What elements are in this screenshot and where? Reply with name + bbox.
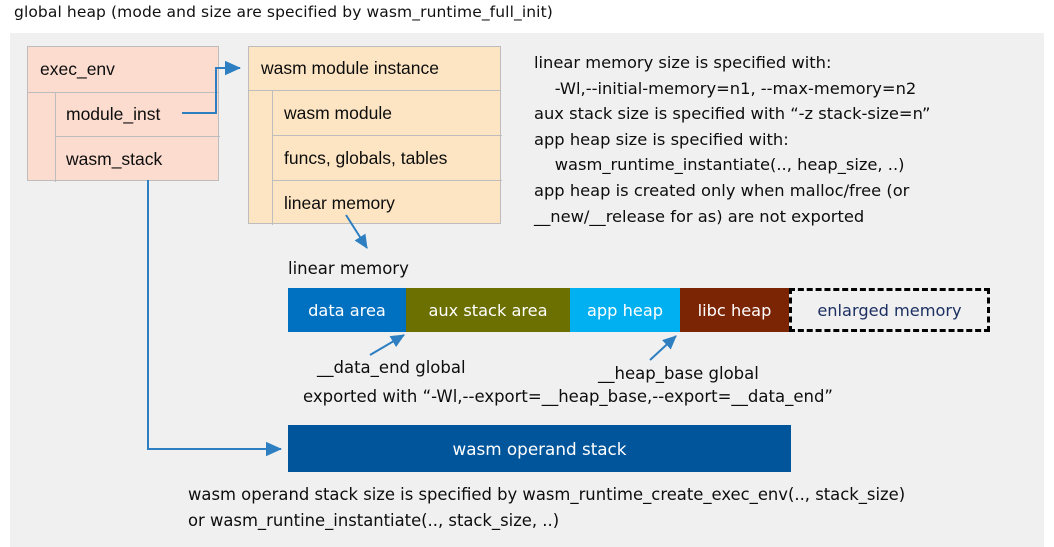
linear-memory-bar: data area aux stack area app heap libc heap… [288,288,990,332]
memory-segment-app-heap: app heap [570,288,680,332]
wasm-module-instance-header-label: wasm module instance [261,58,439,78]
wasm-operand-stack-label: wasm operand stack [452,438,627,459]
memory-segment-enlarged-memory: enlarged memory [789,288,990,332]
memory-segment-label: app heap [586,300,664,320]
exec-env-field-module-inst-label: module_inst [66,104,161,124]
exec-env-gutter [28,93,56,182]
wasm-module-instance-field-funcs-globals-tables: funcs, globals, tables [273,136,502,181]
exec-env-field-wasm-stack-label: wasm_stack [66,149,163,169]
memory-segment-label: libc heap [697,300,772,320]
wasm-module-instance-box: wasm module instance wasm module funcs, … [248,46,502,225]
exec-env-field-wasm-stack: wasm_stack [56,137,220,182]
page-title: global heap (mode and size are specified… [14,3,553,21]
memory-segment-aux-stack-area: aux stack area [406,288,570,332]
annotation-heap-base: __heap_base global [598,364,759,383]
memory-segment-data-area: data area [288,288,406,332]
exec-env-field-module-inst: module_inst [56,93,220,137]
wasm-module-instance-field-funcs-globals-tables-label: funcs, globals, tables [284,147,448,168]
operand-stack-notes: wasm operand stack size is specified by … [188,485,906,530]
wasm-module-instance-gutter [249,91,273,225]
memory-segment-label: enlarged memory [817,300,962,320]
linear-memory-notes: linear memory size is specified with: -W… [534,53,931,226]
memory-segment-label: aux stack area [428,300,548,320]
wasm-module-instance-field-wasm-module: wasm module [273,91,502,136]
annotation-data-end: __data_end global [317,358,466,377]
exec-env-header-label: exec_env [40,59,115,79]
wasm-operand-stack-box: wasm operand stack [288,425,791,472]
wasm-module-instance-field-linear-memory-label: linear memory [284,192,395,213]
exec-env-box: exec_env module_inst wasm_stack [27,46,220,182]
wasm-module-instance-field-wasm-module-label: wasm module [284,102,392,123]
annotation-exported-flags: exported with “-Wl,--export=__heap_base,… [303,387,833,406]
memory-segment-label: data area [308,300,386,320]
exec-env-header: exec_env [28,47,218,93]
linear-memory-caption: linear memory [288,259,409,278]
wasm-module-instance-field-linear-memory: linear memory [273,181,502,225]
wasm-module-instance-header: wasm module instance [249,47,500,91]
memory-segment-libc-heap: libc heap [680,288,789,332]
